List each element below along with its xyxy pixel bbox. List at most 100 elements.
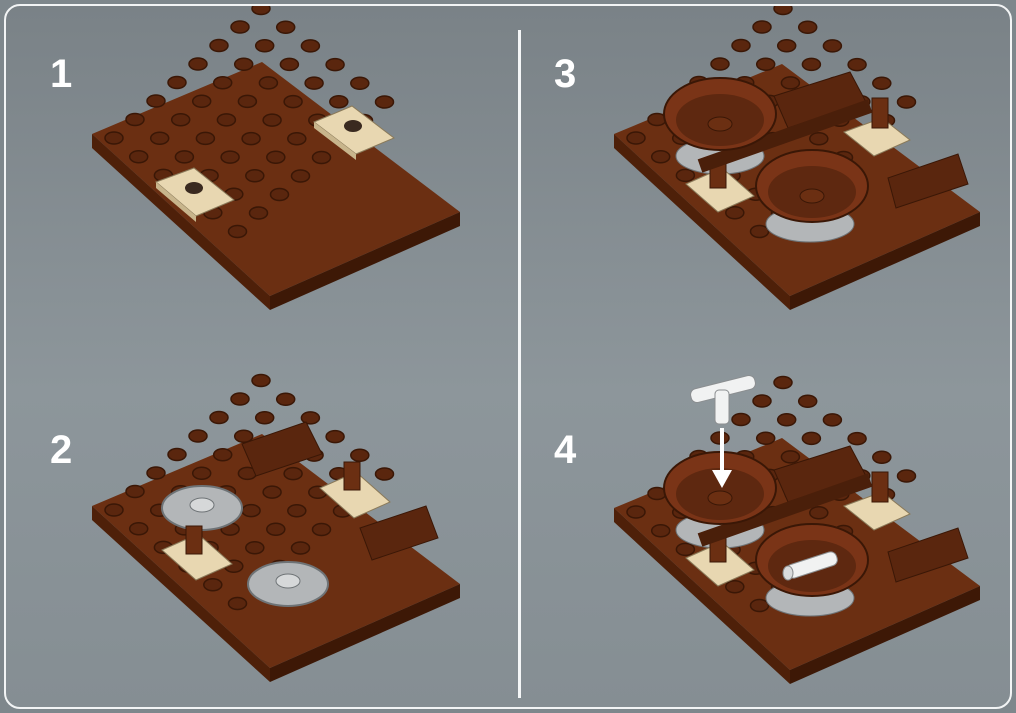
instruction-panel: 1 3 2 4 [4, 4, 1012, 709]
stud [193, 95, 211, 107]
stud [351, 449, 369, 461]
brick-plate-icon [92, 4, 460, 310]
stud [196, 132, 214, 144]
stud [873, 77, 891, 89]
stud [873, 451, 891, 463]
stud [652, 151, 670, 163]
stud [753, 395, 771, 407]
stud [126, 486, 144, 498]
stud [848, 59, 866, 71]
stud [627, 506, 645, 518]
stud [726, 581, 744, 593]
step-3-illustration [510, 6, 1012, 366]
stud [252, 375, 270, 387]
stud [326, 431, 344, 443]
stud [175, 151, 193, 163]
stud [284, 468, 302, 480]
stud [326, 59, 344, 71]
stud [246, 170, 264, 182]
step-2-illustration [6, 378, 518, 708]
stud [105, 132, 123, 144]
stud [256, 412, 274, 424]
stud [263, 114, 281, 126]
stud [292, 542, 310, 554]
stud [757, 432, 775, 444]
stud [810, 507, 828, 519]
stud [271, 189, 289, 201]
stud [802, 432, 820, 444]
stud [376, 96, 394, 108]
stud [305, 77, 323, 89]
stud [726, 207, 744, 219]
stud [147, 95, 165, 107]
stud [810, 133, 828, 145]
stud [676, 169, 694, 181]
stud [676, 543, 694, 555]
stud [235, 430, 253, 442]
stud [280, 58, 298, 70]
stud [105, 504, 123, 516]
stud [130, 151, 148, 163]
stud [214, 77, 232, 89]
stud [351, 77, 369, 89]
stud [898, 96, 916, 108]
stud [214, 449, 232, 461]
stud [751, 600, 769, 612]
stud [189, 58, 207, 70]
stud [848, 433, 866, 445]
stud [288, 133, 306, 145]
stud [210, 40, 228, 52]
stud [168, 77, 186, 89]
stud [235, 58, 253, 70]
stud [221, 151, 239, 163]
stud [263, 486, 281, 498]
stud [288, 505, 306, 517]
stud [229, 598, 247, 610]
stud [189, 430, 207, 442]
stud [376, 468, 394, 480]
step-4-illustration [510, 362, 1012, 708]
stud [330, 96, 348, 108]
stud [774, 4, 792, 15]
stud [711, 58, 729, 70]
stud [277, 393, 295, 405]
stud [256, 40, 274, 52]
stud [210, 412, 228, 424]
stud [301, 40, 319, 52]
stud [799, 395, 817, 407]
stud [193, 467, 211, 479]
step-1-illustration [6, 6, 518, 366]
stud [242, 505, 260, 517]
stud [238, 95, 256, 107]
stud [823, 40, 841, 52]
stud [778, 414, 796, 426]
stud [799, 21, 817, 33]
stud [242, 133, 260, 145]
stud [259, 77, 277, 89]
stud [284, 96, 302, 108]
stud [267, 523, 285, 535]
stud [757, 58, 775, 70]
stud [172, 114, 190, 126]
stud [313, 152, 331, 164]
stud [277, 21, 295, 33]
stud [151, 132, 169, 144]
stud [292, 170, 310, 182]
stud [627, 132, 645, 144]
stud [231, 393, 249, 405]
stud [252, 4, 270, 15]
stud [732, 40, 750, 52]
stud [267, 151, 285, 163]
stud [781, 77, 799, 89]
stud [781, 451, 799, 463]
stud [778, 40, 796, 52]
stud [126, 114, 144, 126]
stud [130, 523, 148, 535]
stud [204, 579, 222, 591]
stud [217, 114, 235, 126]
stud [823, 414, 841, 426]
stud [250, 207, 268, 219]
stud [898, 470, 916, 482]
stud [753, 21, 771, 33]
stud [751, 226, 769, 238]
